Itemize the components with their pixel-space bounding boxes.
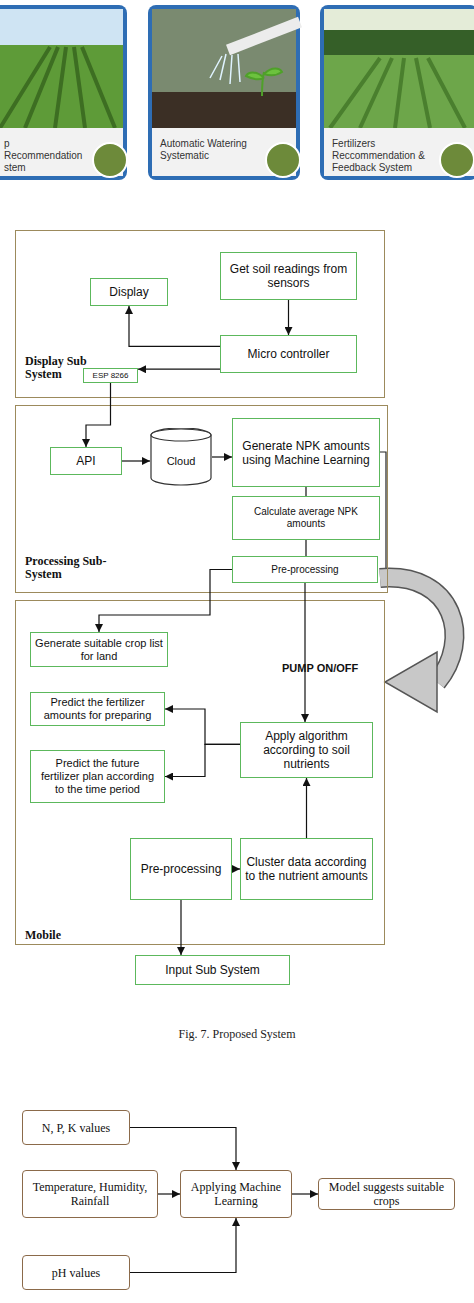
node-text: Model suggests suitable crops [324,1180,449,1208]
flow-arrow [130,1128,236,1171]
water-drops [210,54,240,84]
flow-arrow [288,300,289,335]
node-text: API [76,454,95,468]
pump-arrow-head [385,652,437,712]
tile-frame [320,5,474,180]
sprout [246,69,282,97]
flow-arrow [138,369,220,370]
node-text: Display [109,285,148,299]
process-box: Cluster data according to the nutrient a… [240,838,373,900]
subsystem-box: Display Sub SystemGet soil readings from… [15,230,385,398]
tile-frame [0,5,127,180]
flow-arrow [130,1218,236,1273]
tile-caption: Automatic Watering Systematic [152,128,296,176]
process-box: Apply algorithm according to soil nutrie… [240,722,373,778]
node-text: Input Sub System [165,963,260,977]
cloud-storage: Cloud [150,428,212,486]
node-text: N, P, K values [42,1121,110,1135]
tile-caption: p Recommendation stem [0,128,123,176]
node-text: ESP 8266 [93,371,129,380]
process-box: Micro controller [220,335,357,373]
cylinder-body [151,428,211,485]
chip-box: ESP 8266 [83,368,138,383]
flow-arrow [212,456,232,457]
node-text: Pre-processing [141,862,222,876]
process-box: Generate NPK amounts using Machine Learn… [232,418,380,487]
flow-arrow [158,1193,180,1194]
flow-arrow [129,306,220,346]
node-text: Micro controller [247,347,329,361]
node-text: Predict the future fertilizer plan accor… [35,757,160,796]
process-box: Calculate average NPK amounts [232,496,380,540]
wheat-emblem [93,143,127,177]
node-text: Cloud [167,455,196,467]
flow-box: Temperature, Humidity, Rainfall [22,1170,158,1218]
flow-arrow [305,540,306,556]
node-text: Automatic Watering Systematic [160,138,262,162]
node-text: Generate suitable crop list for land [35,637,163,663]
wheat-emblem [266,143,300,177]
flow-arrow [180,900,181,955]
cylinder-top [151,429,211,441]
node-text: Calculate average NPK amounts [237,506,375,530]
flow-arrow [86,383,111,447]
process-box: Predict the fertilizer amounts for prepa… [30,692,165,726]
flow-arrow [122,460,150,461]
process-box: Get soil readings from sensors [220,252,357,300]
tile-caption: Fertilizers Reccommendation & Feedback S… [324,128,474,176]
input-box: Input Sub System [135,955,290,985]
node-text: Generate NPK amounts using Machine Learn… [237,439,375,467]
figure-caption: Fig. 7. Proposed System [0,1027,474,1042]
flow-box: pH values [22,1255,130,1290]
node-text: Cluster data according to the nutrient a… [245,855,368,883]
node-text: Temperature, Humidity, Rainfall [28,1180,152,1208]
node-text: Fertilizers Reccommendation & Feedback S… [332,138,440,174]
pump-signal-line [380,452,386,578]
sky [0,9,123,49]
soil [152,92,296,128]
flow-arrow [232,868,240,869]
node-text: p Recommendation stem [4,138,89,174]
node-text: Apply algorithm according to soil nutrie… [245,729,368,771]
flow-box: Applying Machine Learning [180,1170,292,1218]
wheat-emblem [440,143,474,177]
flow-arrow [306,778,307,838]
subsystem-box: Mobile Generate suitable crop list for la… [15,600,385,945]
node-text: Get soil readings from sensors [225,262,352,290]
flow-arrow [165,744,240,776]
flow-box: N, P, K values [22,1110,130,1145]
sky [324,9,474,128]
node-text: Pre-processing [271,564,338,576]
process-box: Generate suitable crop list for land [30,632,168,667]
flow-arrow [99,570,232,633]
flow-arrow [304,583,305,722]
process-box: Pre-processing [232,556,378,583]
process-box: Predict the future fertilizer plan accor… [30,750,165,803]
field [0,45,123,128]
process-box: API [50,447,122,475]
subsystem-heading: Mobile [25,929,107,942]
field [324,55,474,128]
node-text: pH values [52,1266,100,1280]
node-text: Applying Machine Learning [186,1180,286,1208]
flow-arrow [305,487,306,496]
caption-band [324,128,474,176]
flow-arrow [292,1193,318,1194]
process-box: Pre-processing [130,838,232,900]
subsystem-box: Processing Sub-System API Cloud Generate NP… [15,405,388,593]
crop-rows [330,58,465,128]
node-text: Predict the fertilizer amounts for prepa… [35,696,160,722]
signal-label: PUMP ON/OFF [282,662,358,674]
subsystem-heading: Processing Sub-System [25,555,107,581]
flow-box: Model suggests suitable crops [318,1178,455,1210]
trees [324,30,474,58]
tile-frame [148,5,300,180]
flow-arrow [165,709,240,744]
watering-spout [228,22,300,50]
crop-rows [0,47,115,128]
process-box: Display [90,278,168,306]
